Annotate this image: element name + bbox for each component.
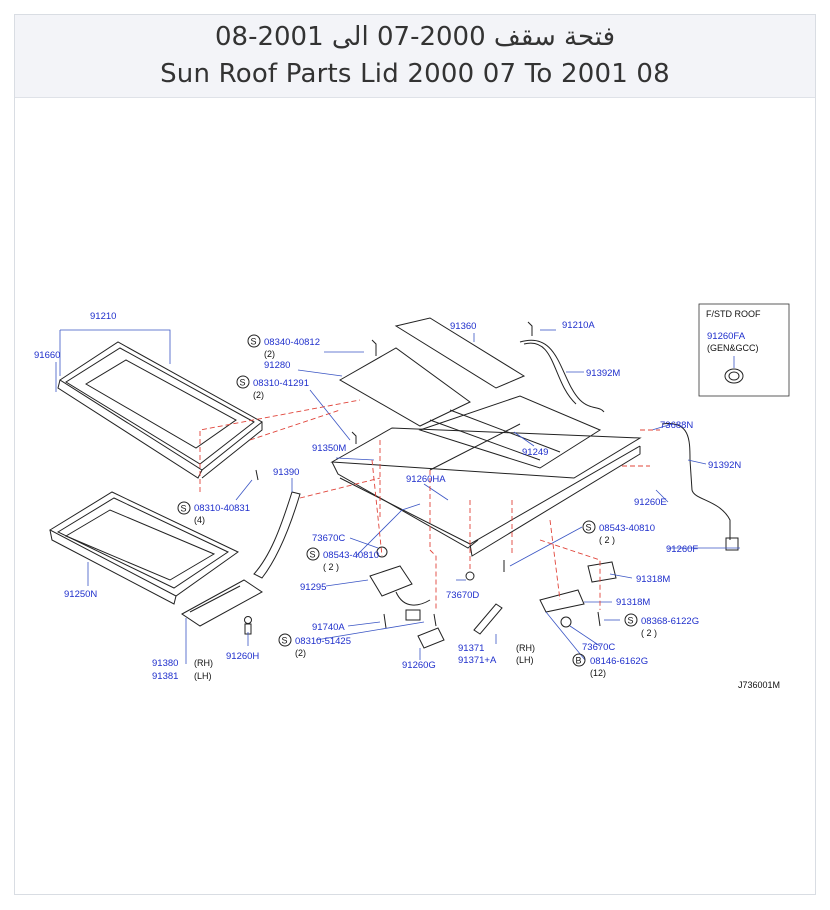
part-91740A[interactable]: 91740A	[312, 622, 345, 633]
inset-note: (GEN&GCC)	[707, 343, 759, 353]
part-91210A[interactable]: 91210A	[562, 320, 595, 331]
part-91210[interactable]: 91210	[90, 311, 116, 322]
drain-hoses-drawing	[519, 339, 739, 551]
part-labels: 91210 91660 91250N 91380 91381 (RH) (LH)…	[34, 311, 780, 690]
part-08543-40810[interactable]: 08543-40810	[323, 550, 379, 561]
s-marker: S	[282, 636, 288, 646]
qty: (4)	[194, 515, 205, 525]
part-91381[interactable]: 91381	[152, 671, 178, 682]
part-91660[interactable]: 91660	[34, 350, 60, 361]
alignment-lines	[199, 399, 660, 610]
qty: ( 2 )	[599, 535, 615, 545]
leader-lines	[55, 329, 740, 664]
part-08310-40831[interactable]: 08310-40831	[194, 503, 250, 514]
part-91250N[interactable]: 91250N	[64, 589, 97, 600]
s-marker: S	[310, 550, 316, 560]
part-91371A[interactable]: 91371+A	[458, 655, 497, 666]
diagram-code: J736001M	[738, 680, 780, 690]
part-73670C[interactable]: 73670C	[582, 642, 615, 653]
rh-label: (RH)	[194, 658, 213, 668]
part-91280[interactable]: 91280	[264, 360, 290, 371]
part-91371[interactable]: 91371	[458, 643, 484, 654]
part-91249[interactable]: 91249	[522, 447, 548, 458]
qty: ( 2 )	[323, 562, 339, 572]
part-91295[interactable]: 91295	[300, 582, 326, 593]
part-08310-51425[interactable]: 08310-51425	[295, 636, 351, 647]
b-marker: B	[576, 656, 582, 666]
part-91260E[interactable]: 91260E	[634, 497, 667, 508]
part-91318M[interactable]: 91318M	[636, 574, 670, 585]
motor-parts-drawing	[369, 546, 617, 649]
main-roof-frame-drawing	[330, 317, 642, 557]
qty: (2)	[295, 648, 306, 658]
part-91260H[interactable]: 91260H	[226, 651, 259, 662]
part-91390[interactable]: 91390	[273, 467, 299, 478]
spec-markers: S S S S S S S B	[177, 334, 638, 667]
s-marker: S	[586, 523, 592, 533]
part-91392N[interactable]: 91392N	[708, 460, 741, 471]
lh-label: (LH)	[194, 671, 212, 681]
part-91318M[interactable]: 91318M	[616, 597, 650, 608]
part-91380[interactable]: 91380	[152, 658, 178, 669]
inset-part-91260FA[interactable]: 91260FA	[707, 331, 746, 342]
qty: (2)	[253, 390, 264, 400]
qty: (12)	[590, 668, 606, 678]
page-frame: فتحة سقف 2000-07 الى 2001-08 Sun Roof Pa…	[14, 14, 816, 895]
bracket-91380-drawing	[181, 579, 263, 635]
inset-title: F/STD ROOF	[706, 309, 761, 319]
glass-lid-drawing	[57, 341, 263, 479]
part-08340-40812[interactable]: 08340-40812	[264, 337, 320, 348]
part-91260G[interactable]: 91260G	[402, 660, 436, 671]
part-08310-41291[interactable]: 08310-41291	[253, 378, 309, 389]
part-73688N[interactable]: 73688N	[660, 420, 693, 431]
part-08146-6162G[interactable]: 08146-6162G	[590, 656, 648, 667]
qty: (2)	[264, 349, 275, 359]
part-91360[interactable]: 91360	[450, 321, 476, 332]
s-marker: S	[251, 337, 257, 347]
rh-label: (RH)	[516, 643, 535, 653]
screws-drawing	[255, 321, 601, 629]
frame-91250N-drawing	[48, 491, 239, 605]
lh-label: (LH)	[516, 655, 534, 665]
s-marker: S	[181, 504, 187, 514]
page-title-arabic: فتحة سقف 2000-07 الى 2001-08	[214, 22, 616, 52]
part-91350M[interactable]: 91350M	[312, 443, 346, 454]
title-bar: فتحة سقف 2000-07 الى 2001-08 Sun Roof Pa…	[15, 15, 815, 98]
part-91260F[interactable]: 91260F	[666, 544, 698, 555]
seal-91390-drawing	[253, 491, 301, 579]
qty: ( 2 )	[641, 628, 657, 638]
part-91260HA[interactable]: 91260HA	[406, 474, 446, 485]
page-title-english: Sun Roof Parts Lid 2000 07 To 2001 08	[160, 59, 670, 89]
s-marker: S	[628, 616, 634, 626]
part-73670C[interactable]: 73670C	[312, 533, 345, 544]
part-08368-6122G[interactable]: 08368-6122G	[641, 616, 699, 627]
s-marker: S	[240, 378, 246, 388]
inset-box: F/STD ROOF 91260FA (GEN&GCC)	[698, 303, 790, 397]
part-73670D[interactable]: 73670D	[446, 590, 479, 601]
part-08543-40810[interactable]: 08543-40810	[599, 523, 655, 534]
part-91392M[interactable]: 91392M	[586, 368, 620, 379]
